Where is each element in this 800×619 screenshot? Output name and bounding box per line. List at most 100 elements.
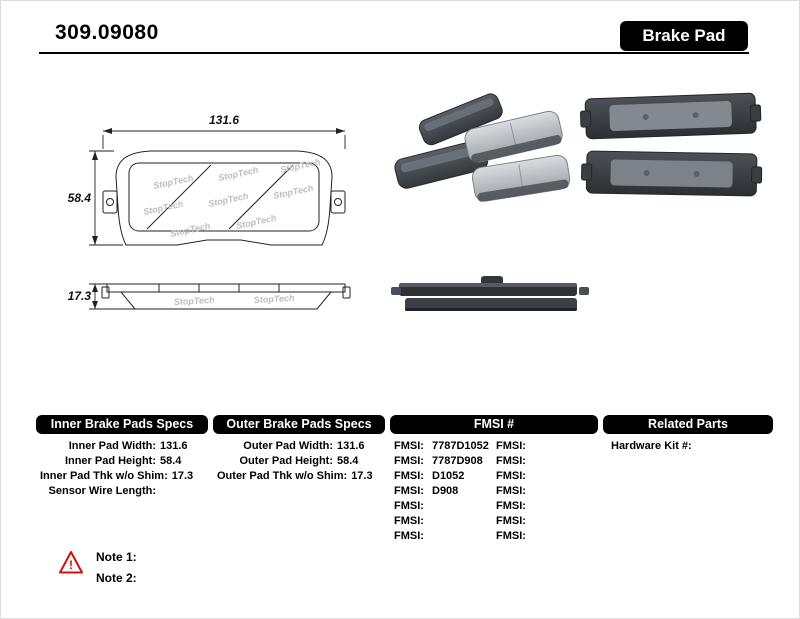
spec-table-related-header: Related Parts bbox=[603, 415, 773, 434]
spec-value: 58.4 bbox=[160, 455, 182, 467]
watermark-text: StopTech bbox=[174, 295, 216, 307]
spec-table-outer: Outer Brake Pads Specs Outer Pad Width: … bbox=[213, 415, 385, 484]
fmsi-label: FMSI: bbox=[394, 515, 424, 527]
product-photo-pads-backside bbox=[579, 92, 763, 197]
pad-photo-dark-2 bbox=[394, 140, 489, 189]
spec-table-inner-header: Inner Brake Pads Specs bbox=[36, 415, 208, 434]
fmsi-value bbox=[432, 514, 494, 529]
watermark-text: StopTech bbox=[279, 157, 321, 175]
pad-photo-dark-1 bbox=[418, 93, 503, 146]
dim-width-label: 131.6 bbox=[209, 113, 239, 127]
fmsi-value: D908 bbox=[432, 485, 459, 497]
fmsi-value bbox=[534, 439, 598, 454]
product-photo-pads-angled bbox=[394, 93, 571, 202]
spec-row: Inner Pad Width: 131.6 bbox=[36, 439, 208, 454]
fmsi-value bbox=[534, 469, 598, 484]
spec-value: 17.3 bbox=[351, 470, 373, 482]
warning-exclamation: ! bbox=[69, 558, 73, 572]
spec-label: Outer Pad Width: bbox=[243, 440, 333, 452]
product-type-badge: Brake Pad bbox=[620, 21, 748, 51]
spec-row: Outer Pad Width: 131.6 bbox=[213, 439, 385, 454]
fmsi-value: D1052 bbox=[432, 470, 465, 482]
spec-table-inner: Inner Brake Pads Specs Inner Pad Width: … bbox=[36, 415, 208, 499]
fmsi-label: FMSI: bbox=[394, 470, 424, 482]
watermark-text: StopTech bbox=[142, 199, 184, 217]
spec-row: Outer Pad Thk w/o Shim: 17.3 bbox=[213, 469, 385, 484]
spec-label: Inner Pad Thk w/o Shim: bbox=[40, 470, 168, 482]
dim-height-label: 58.4 bbox=[68, 191, 92, 205]
fmsi-label: FMSI: bbox=[496, 500, 526, 512]
spec-row: Sensor Wire Length: bbox=[36, 484, 208, 499]
spec-value: 131.6 bbox=[160, 440, 188, 452]
fmsi-value bbox=[432, 499, 494, 514]
spec-row: Outer Pad Height: 58.4 bbox=[213, 454, 385, 469]
width-dimension: 131.6 bbox=[102, 113, 346, 149]
fmsi-label: FMSI: bbox=[394, 530, 424, 542]
spec-table-outer-header: Outer Brake Pads Specs bbox=[213, 415, 385, 434]
note-1: Note 1: bbox=[96, 550, 137, 564]
watermark-text: StopTech bbox=[169, 221, 211, 239]
part-number: 309.09080 bbox=[55, 21, 159, 44]
spec-label: Outer Pad Thk w/o Shim: bbox=[217, 470, 348, 482]
fmsi-row: FMSI: FMSI: bbox=[390, 514, 598, 529]
spec-table-fmsi-header: FMSI # bbox=[390, 415, 598, 434]
warning-icon: ! bbox=[58, 550, 84, 580]
fmsi-label: FMSI: bbox=[496, 440, 526, 452]
fmsi-row: FMSI: FMSI: bbox=[390, 499, 598, 514]
spec-value bbox=[160, 484, 200, 499]
product-photo-pads-edge bbox=[391, 276, 589, 311]
header-rule bbox=[39, 52, 749, 54]
spec-label: Inner Pad Width: bbox=[68, 440, 156, 452]
watermark-text: StopTech bbox=[207, 191, 249, 209]
fmsi-label: FMSI: bbox=[496, 470, 526, 482]
watermark-text: StopTech bbox=[217, 165, 259, 183]
brake-pad-outline bbox=[102, 150, 346, 246]
fmsi-label: FMSI: bbox=[394, 500, 424, 512]
pad-photo-light-2 bbox=[471, 154, 571, 202]
spec-table-fmsi: FMSI # FMSI: 7787D1052 FMSI: FMSI: 7787D… bbox=[390, 415, 598, 544]
fmsi-label: FMSI: bbox=[394, 485, 424, 497]
brake-pad-profile-outline bbox=[101, 283, 351, 310]
spec-row: Hardware Kit #: bbox=[603, 439, 773, 454]
fmsi-value: 7787D1052 bbox=[432, 440, 489, 452]
front-view-drawing: 131.6 58.4 StopTech StopTech StopTech St… bbox=[68, 113, 346, 246]
fmsi-value bbox=[534, 499, 598, 514]
fmsi-value bbox=[534, 529, 598, 544]
fmsi-label: FMSI: bbox=[496, 455, 526, 467]
note-2: Note 2: bbox=[96, 571, 137, 585]
fmsi-row: FMSI: D908 FMSI: bbox=[390, 484, 598, 499]
spec-label: Outer Pad Height: bbox=[239, 455, 333, 467]
fmsi-label: FMSI: bbox=[496, 530, 526, 542]
pad-photo-back-1 bbox=[579, 92, 762, 140]
spec-value: 131.6 bbox=[337, 440, 365, 452]
thickness-dimension: 17.3 bbox=[68, 283, 135, 310]
dim-thickness-label: 17.3 bbox=[68, 289, 92, 303]
fmsi-row: FMSI: FMSI: bbox=[390, 529, 598, 544]
fmsi-row: FMSI: D1052 FMSI: bbox=[390, 469, 598, 484]
spec-row: Inner Pad Height: 58.4 bbox=[36, 454, 208, 469]
watermark-text: StopTech bbox=[235, 213, 277, 231]
fmsi-row: FMSI: 7787D908 FMSI: bbox=[390, 454, 598, 469]
profile-view-drawing: 17.3 StopTech StopTech bbox=[68, 283, 351, 310]
fmsi-label: FMSI: bbox=[496, 515, 526, 527]
fmsi-value bbox=[432, 529, 494, 544]
fmsi-value bbox=[534, 454, 598, 469]
spec-value: 17.3 bbox=[171, 470, 194, 482]
fmsi-label: FMSI: bbox=[394, 440, 424, 452]
watermark-text: StopTech bbox=[254, 293, 296, 305]
spec-label: Hardware Kit #: bbox=[611, 440, 692, 452]
spec-value: 58.4 bbox=[337, 455, 359, 467]
fmsi-label: FMSI: bbox=[394, 455, 424, 467]
spec-row: Inner Pad Thk w/o Shim: 17.3 bbox=[36, 469, 208, 484]
fmsi-label: FMSI: bbox=[496, 485, 526, 497]
spec-table-related: Related Parts Hardware Kit #: bbox=[603, 415, 773, 454]
fmsi-value bbox=[534, 514, 598, 529]
fmsi-row: FMSI: 7787D1052 FMSI: bbox=[390, 439, 598, 454]
watermark-text: StopTech bbox=[272, 183, 314, 201]
fmsi-value bbox=[534, 484, 598, 499]
height-dimension: 58.4 bbox=[68, 150, 123, 246]
spec-label: Inner Pad Height: bbox=[64, 455, 156, 467]
spec-label: Sensor Wire Length: bbox=[48, 485, 156, 497]
pad-photo-light-1 bbox=[464, 110, 563, 163]
